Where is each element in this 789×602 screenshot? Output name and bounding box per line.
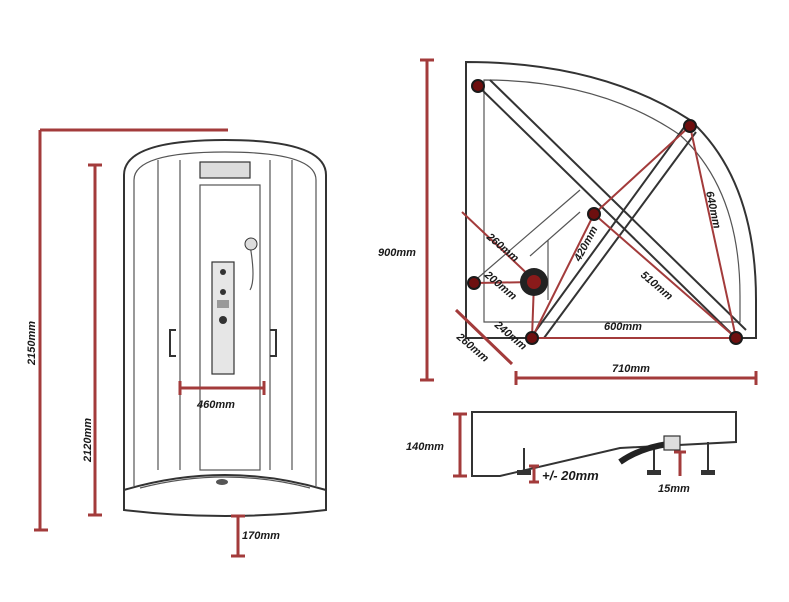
frame-bar-4 bbox=[529, 211, 581, 257]
waste-pipe bbox=[618, 441, 669, 465]
frame-bar-1b bbox=[489, 79, 747, 331]
bolt-bottom-left bbox=[525, 331, 539, 345]
label-plan-base: 600mm bbox=[604, 321, 642, 333]
control-knob-3 bbox=[219, 316, 227, 324]
label-plan-side-b: 260mm bbox=[453, 330, 491, 364]
label-plan-diag-a: 420mm bbox=[572, 224, 601, 264]
frame-bar-1 bbox=[477, 85, 737, 339]
label-inner-height: 2120mm bbox=[82, 418, 94, 463]
control-display bbox=[217, 300, 229, 308]
hand-shower-hose bbox=[249, 244, 254, 291]
control-knob-1 bbox=[220, 269, 226, 275]
foot-2 bbox=[647, 470, 661, 475]
label-tray-height-front: 170mm bbox=[242, 530, 280, 542]
label-waste-height: 15mm bbox=[658, 483, 690, 495]
door-handle-left bbox=[169, 329, 176, 357]
dim-diag-a bbox=[531, 213, 595, 339]
plan-view: 900mm 710mm 260mm 200mm 240mm 260mm 420m… bbox=[378, 58, 758, 385]
dim-diag-arc bbox=[689, 125, 737, 339]
rain-shower-head bbox=[199, 161, 251, 179]
hand-shower-head bbox=[244, 237, 258, 251]
foot-3 bbox=[701, 470, 715, 475]
label-plan-drain-offset: 200mm bbox=[481, 268, 519, 302]
bolt-bottom-right bbox=[729, 331, 743, 345]
label-plan-width: 710mm bbox=[612, 363, 650, 375]
back-panel bbox=[199, 184, 261, 471]
label-plan-depth: 900mm bbox=[378, 247, 416, 259]
dim-side-b-line bbox=[454, 308, 514, 366]
label-plan-arc: 640mm bbox=[703, 190, 723, 230]
enclosure-inner-frame bbox=[133, 151, 317, 486]
dim-diag-b bbox=[593, 213, 737, 339]
shower-tray bbox=[123, 474, 327, 517]
tray-side-outline bbox=[471, 411, 737, 477]
tray-inner bbox=[139, 476, 311, 489]
foot-1 bbox=[517, 470, 531, 475]
bolt-top-right bbox=[683, 119, 697, 133]
dim-diag-c bbox=[593, 125, 691, 215]
drain-inner-icon bbox=[527, 275, 541, 289]
label-plan-side-a: 260mm bbox=[483, 230, 521, 264]
drain-icon bbox=[216, 479, 228, 485]
label-tray-height: 140mm bbox=[406, 441, 444, 453]
door-handle-right bbox=[270, 329, 277, 357]
front-elevation: 2150mm 2120mm 460mm 170mm bbox=[26, 128, 327, 558]
waste-trap bbox=[663, 435, 681, 451]
enclosure-outline bbox=[123, 138, 327, 490]
label-panel-width: 460mm bbox=[196, 399, 235, 411]
label-leg-adjust: +/- 20mm bbox=[542, 468, 599, 483]
bolt-center bbox=[587, 207, 601, 221]
frame-bar-2b bbox=[543, 131, 697, 339]
side-section: 140mm +/- 20mm 15mm bbox=[406, 411, 737, 495]
bolt-left bbox=[467, 276, 481, 290]
dim-left-diag bbox=[461, 211, 537, 283]
frame-bar-3 bbox=[471, 189, 581, 284]
label-total-height: 2150mm bbox=[26, 321, 38, 366]
control-knob-2 bbox=[220, 289, 226, 295]
bolt-top-left bbox=[471, 79, 485, 93]
